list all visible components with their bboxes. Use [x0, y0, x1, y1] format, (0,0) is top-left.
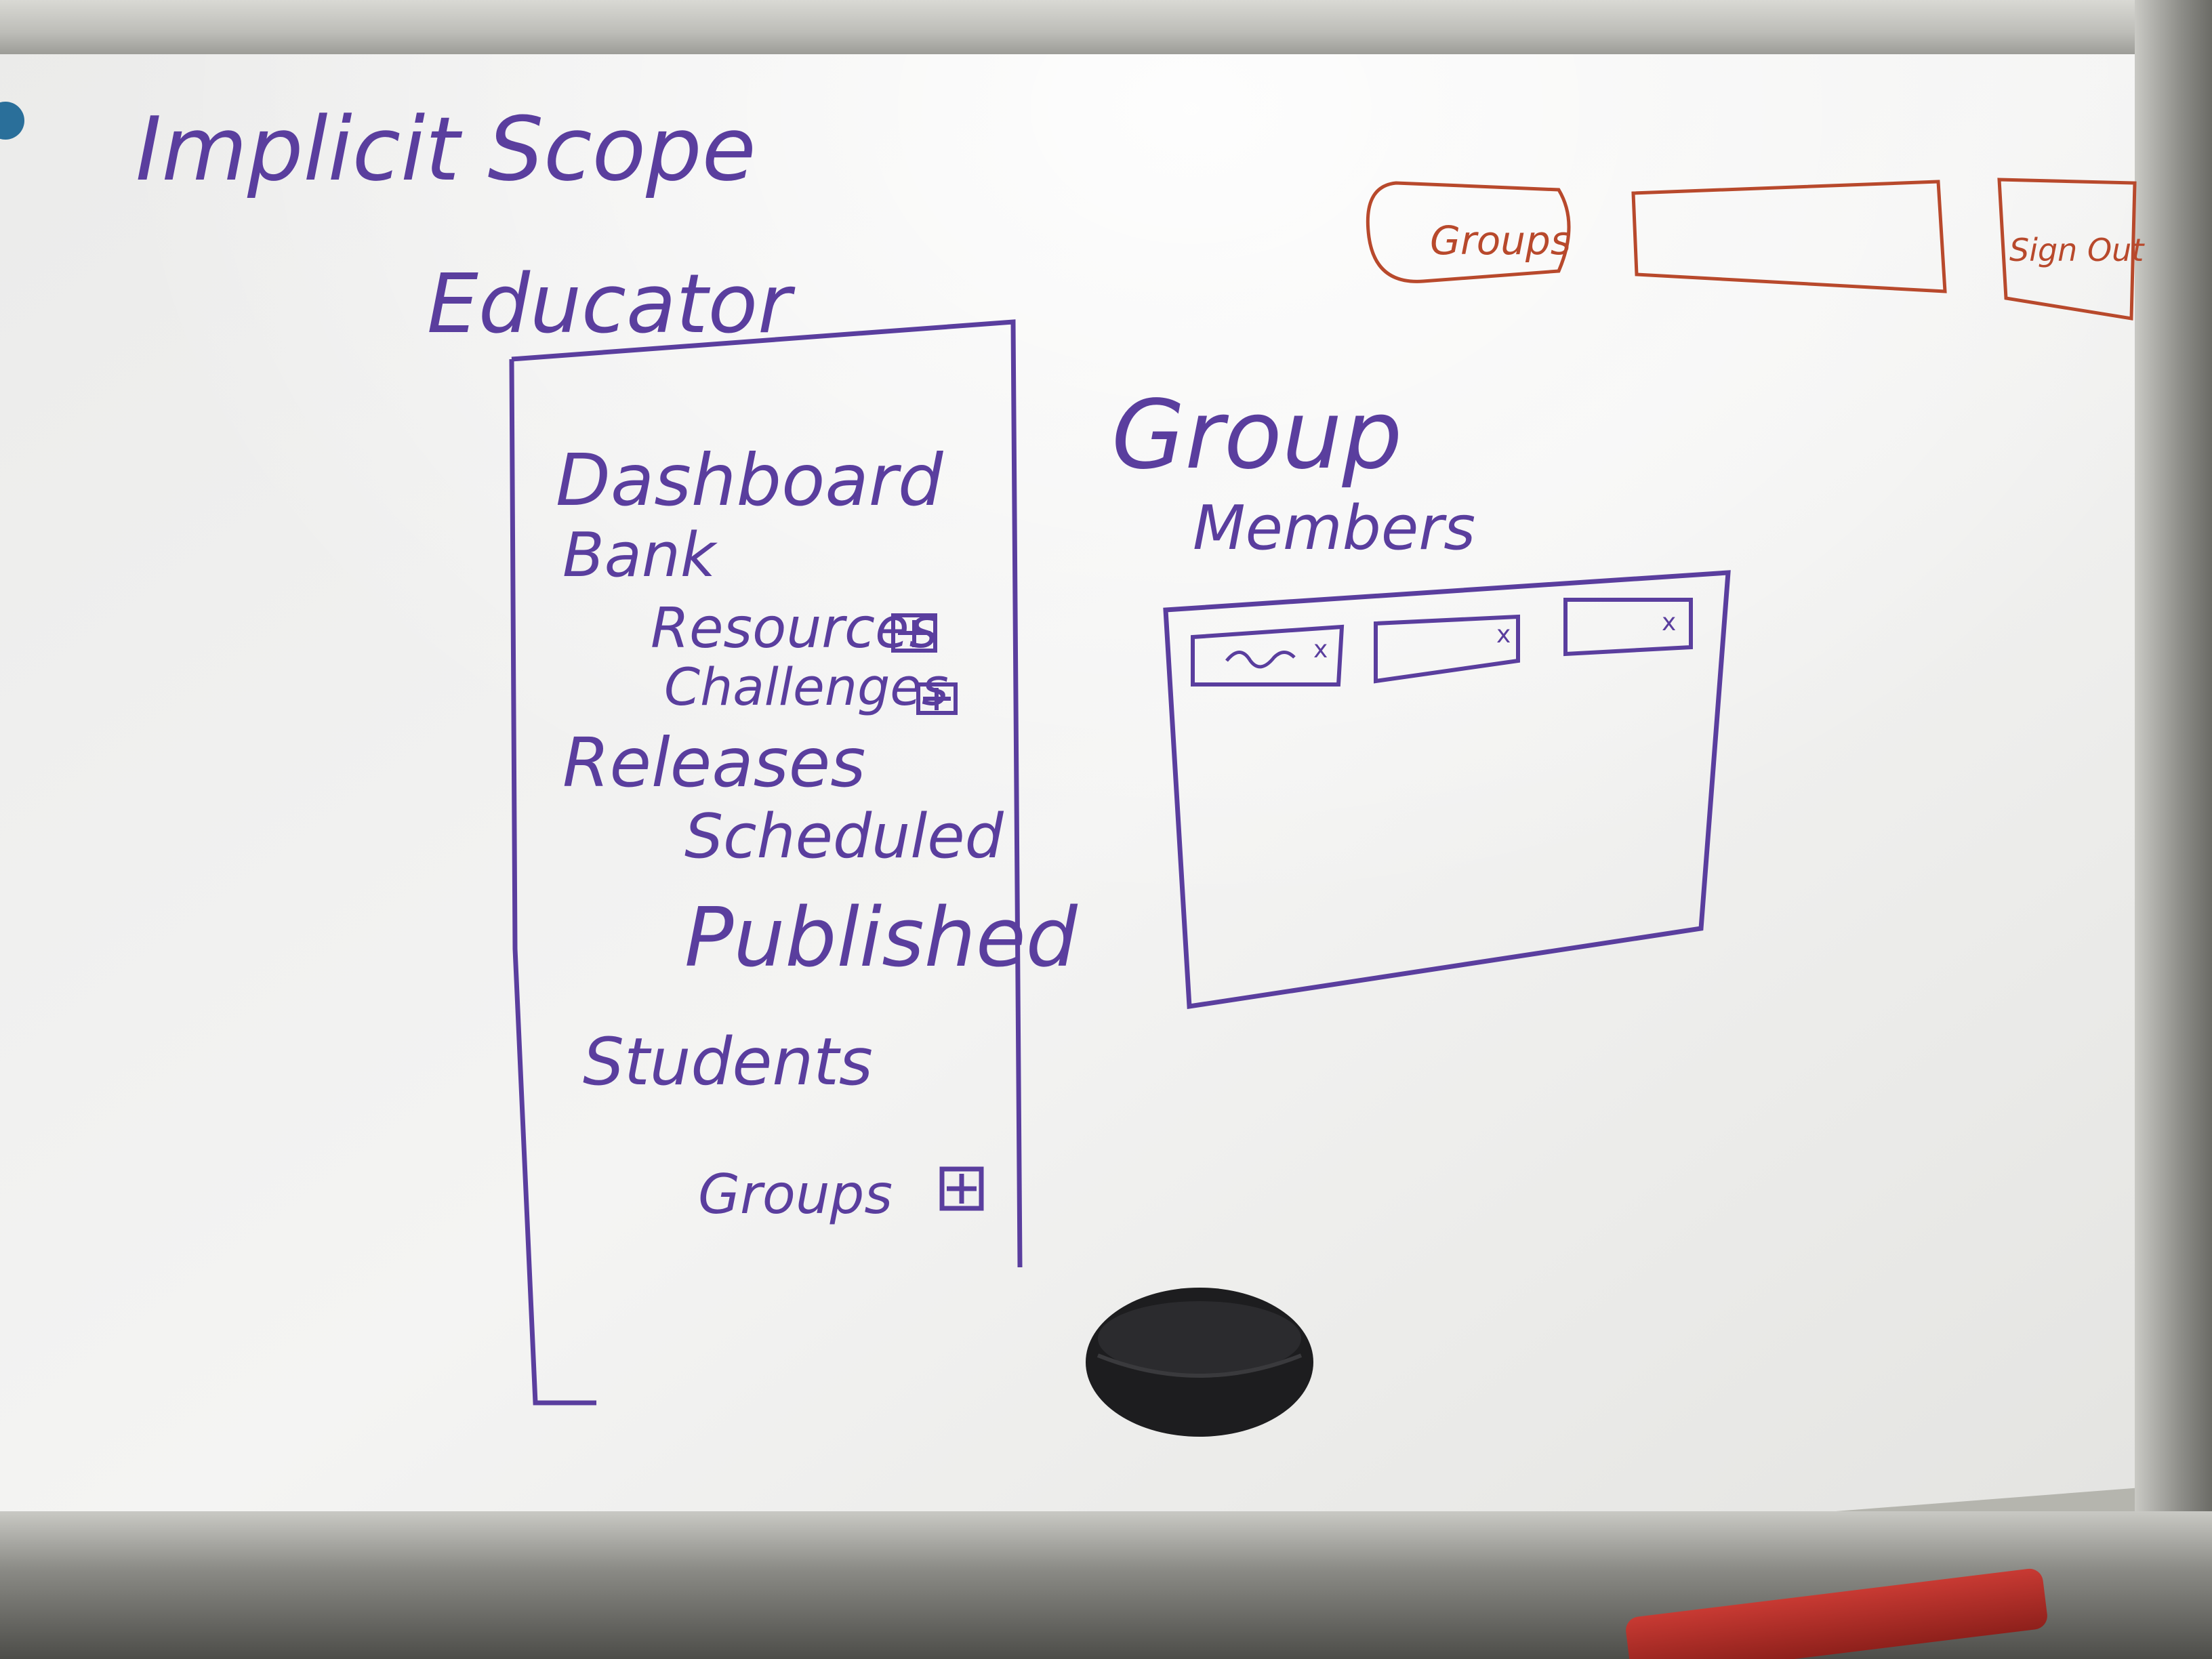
sidebar-box-left-edge [509, 359, 596, 1406]
close-icon[interactable]: x [1662, 609, 1676, 636]
close-icon[interactable]: x [1313, 636, 1328, 663]
groups-button-label: Groups [1430, 218, 1571, 264]
sign-out-button-label: Sign Out [2009, 232, 2145, 268]
sidebar-box-outline [511, 319, 1023, 1268]
magnet-icon [0, 102, 24, 140]
member-chip[interactable]: x [1191, 624, 1345, 687]
sidebar-item-groups[interactable]: Groups [698, 1163, 893, 1226]
sidebar-item-students[interactable]: Students [583, 1024, 873, 1100]
plus-box-icon[interactable] [891, 613, 937, 653]
plus-box-icon[interactable] [916, 682, 958, 715]
plus-box-icon[interactable] [939, 1166, 984, 1211]
eraser [1086, 1288, 1313, 1437]
group-heading: Group [1111, 380, 1402, 491]
sidebar-item-scheduled[interactable]: Scheduled [684, 801, 1004, 872]
sidebar-item-resources[interactable]: Resources [651, 596, 938, 661]
sign-out-button[interactable]: Sign Out [1997, 178, 2145, 321]
members-panel [1163, 570, 1731, 1010]
member-chip[interactable]: x [1374, 614, 1520, 684]
sidebar-item-published[interactable]: Published [684, 891, 1078, 985]
sidebar-item-releases[interactable]: Releases [562, 723, 865, 802]
board-title: Implicit Scope [136, 98, 756, 201]
sidebar-item-challenges[interactable]: Challenges [664, 657, 949, 717]
search-box[interactable] [1631, 180, 1947, 293]
section-title: Educator [427, 258, 796, 352]
close-icon[interactable]: x [1496, 621, 1511, 649]
members-subheading: Members [1193, 493, 1475, 564]
groups-button[interactable]: Groups [1366, 181, 1571, 283]
board-frame-top [0, 0, 2212, 54]
sidebar-item-dashboard[interactable]: Dashboard [556, 439, 944, 522]
sidebar-item-bank[interactable]: Bank [562, 520, 718, 591]
member-chip[interactable]: x [1563, 598, 1693, 657]
board-frame-right [2135, 0, 2212, 1659]
